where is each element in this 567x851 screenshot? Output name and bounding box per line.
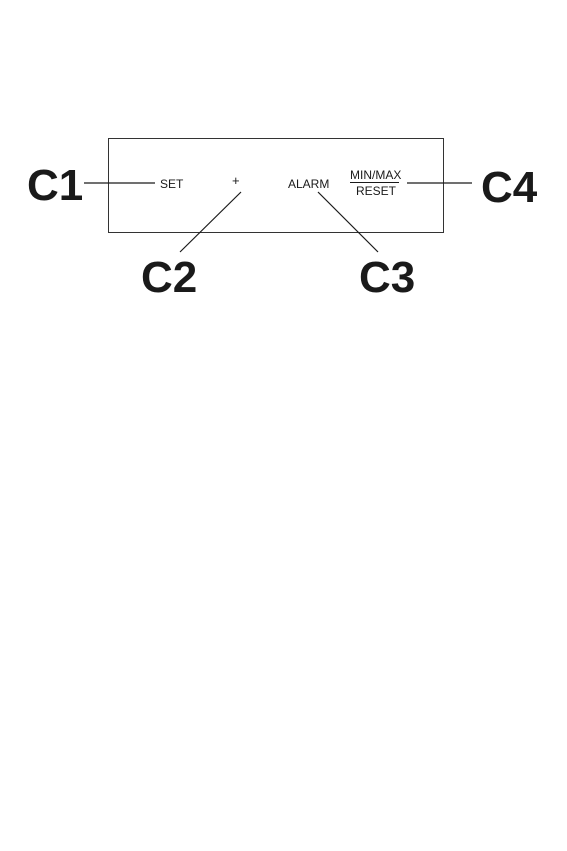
- callout-c1: C1: [27, 164, 83, 208]
- plus-button-label: +: [232, 174, 240, 188]
- callout-c2: C2: [141, 256, 197, 300]
- callout-c3: C3: [359, 256, 415, 300]
- alarm-button-label: ALARM: [288, 177, 329, 191]
- reset-button-label: RESET: [356, 184, 396, 198]
- set-button-label: SET: [160, 177, 183, 191]
- callout-c4: C4: [481, 166, 537, 210]
- minmax-button-label: MIN/MAX: [350, 168, 401, 182]
- minmax-reset-divider: [350, 182, 399, 183]
